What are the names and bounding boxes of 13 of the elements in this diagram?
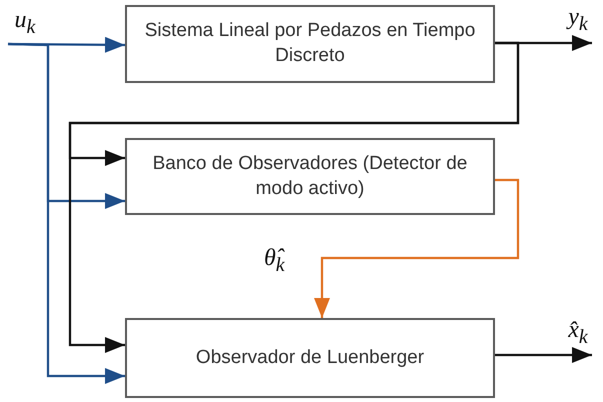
box-label: Sistema Lineal por Pedazos en Tiempo Discreto xyxy=(144,19,476,68)
signal-label: x̂$_{k}$ xyxy=(568,318,588,347)
arrow xyxy=(314,178,520,318)
box-label: Banco de Observadores (Detector de modo activo) xyxy=(152,152,468,200)
signal-label: y$_{k}$ xyxy=(568,5,588,34)
process-box xyxy=(125,5,495,83)
arrow xyxy=(68,42,520,353)
signal-label: u$_{k}$ xyxy=(14,8,36,37)
arrow xyxy=(8,42,125,384)
process-box xyxy=(125,318,495,398)
box-label: Observador de Luenberger xyxy=(196,346,424,370)
process-box xyxy=(125,138,495,215)
arrow xyxy=(495,347,592,363)
